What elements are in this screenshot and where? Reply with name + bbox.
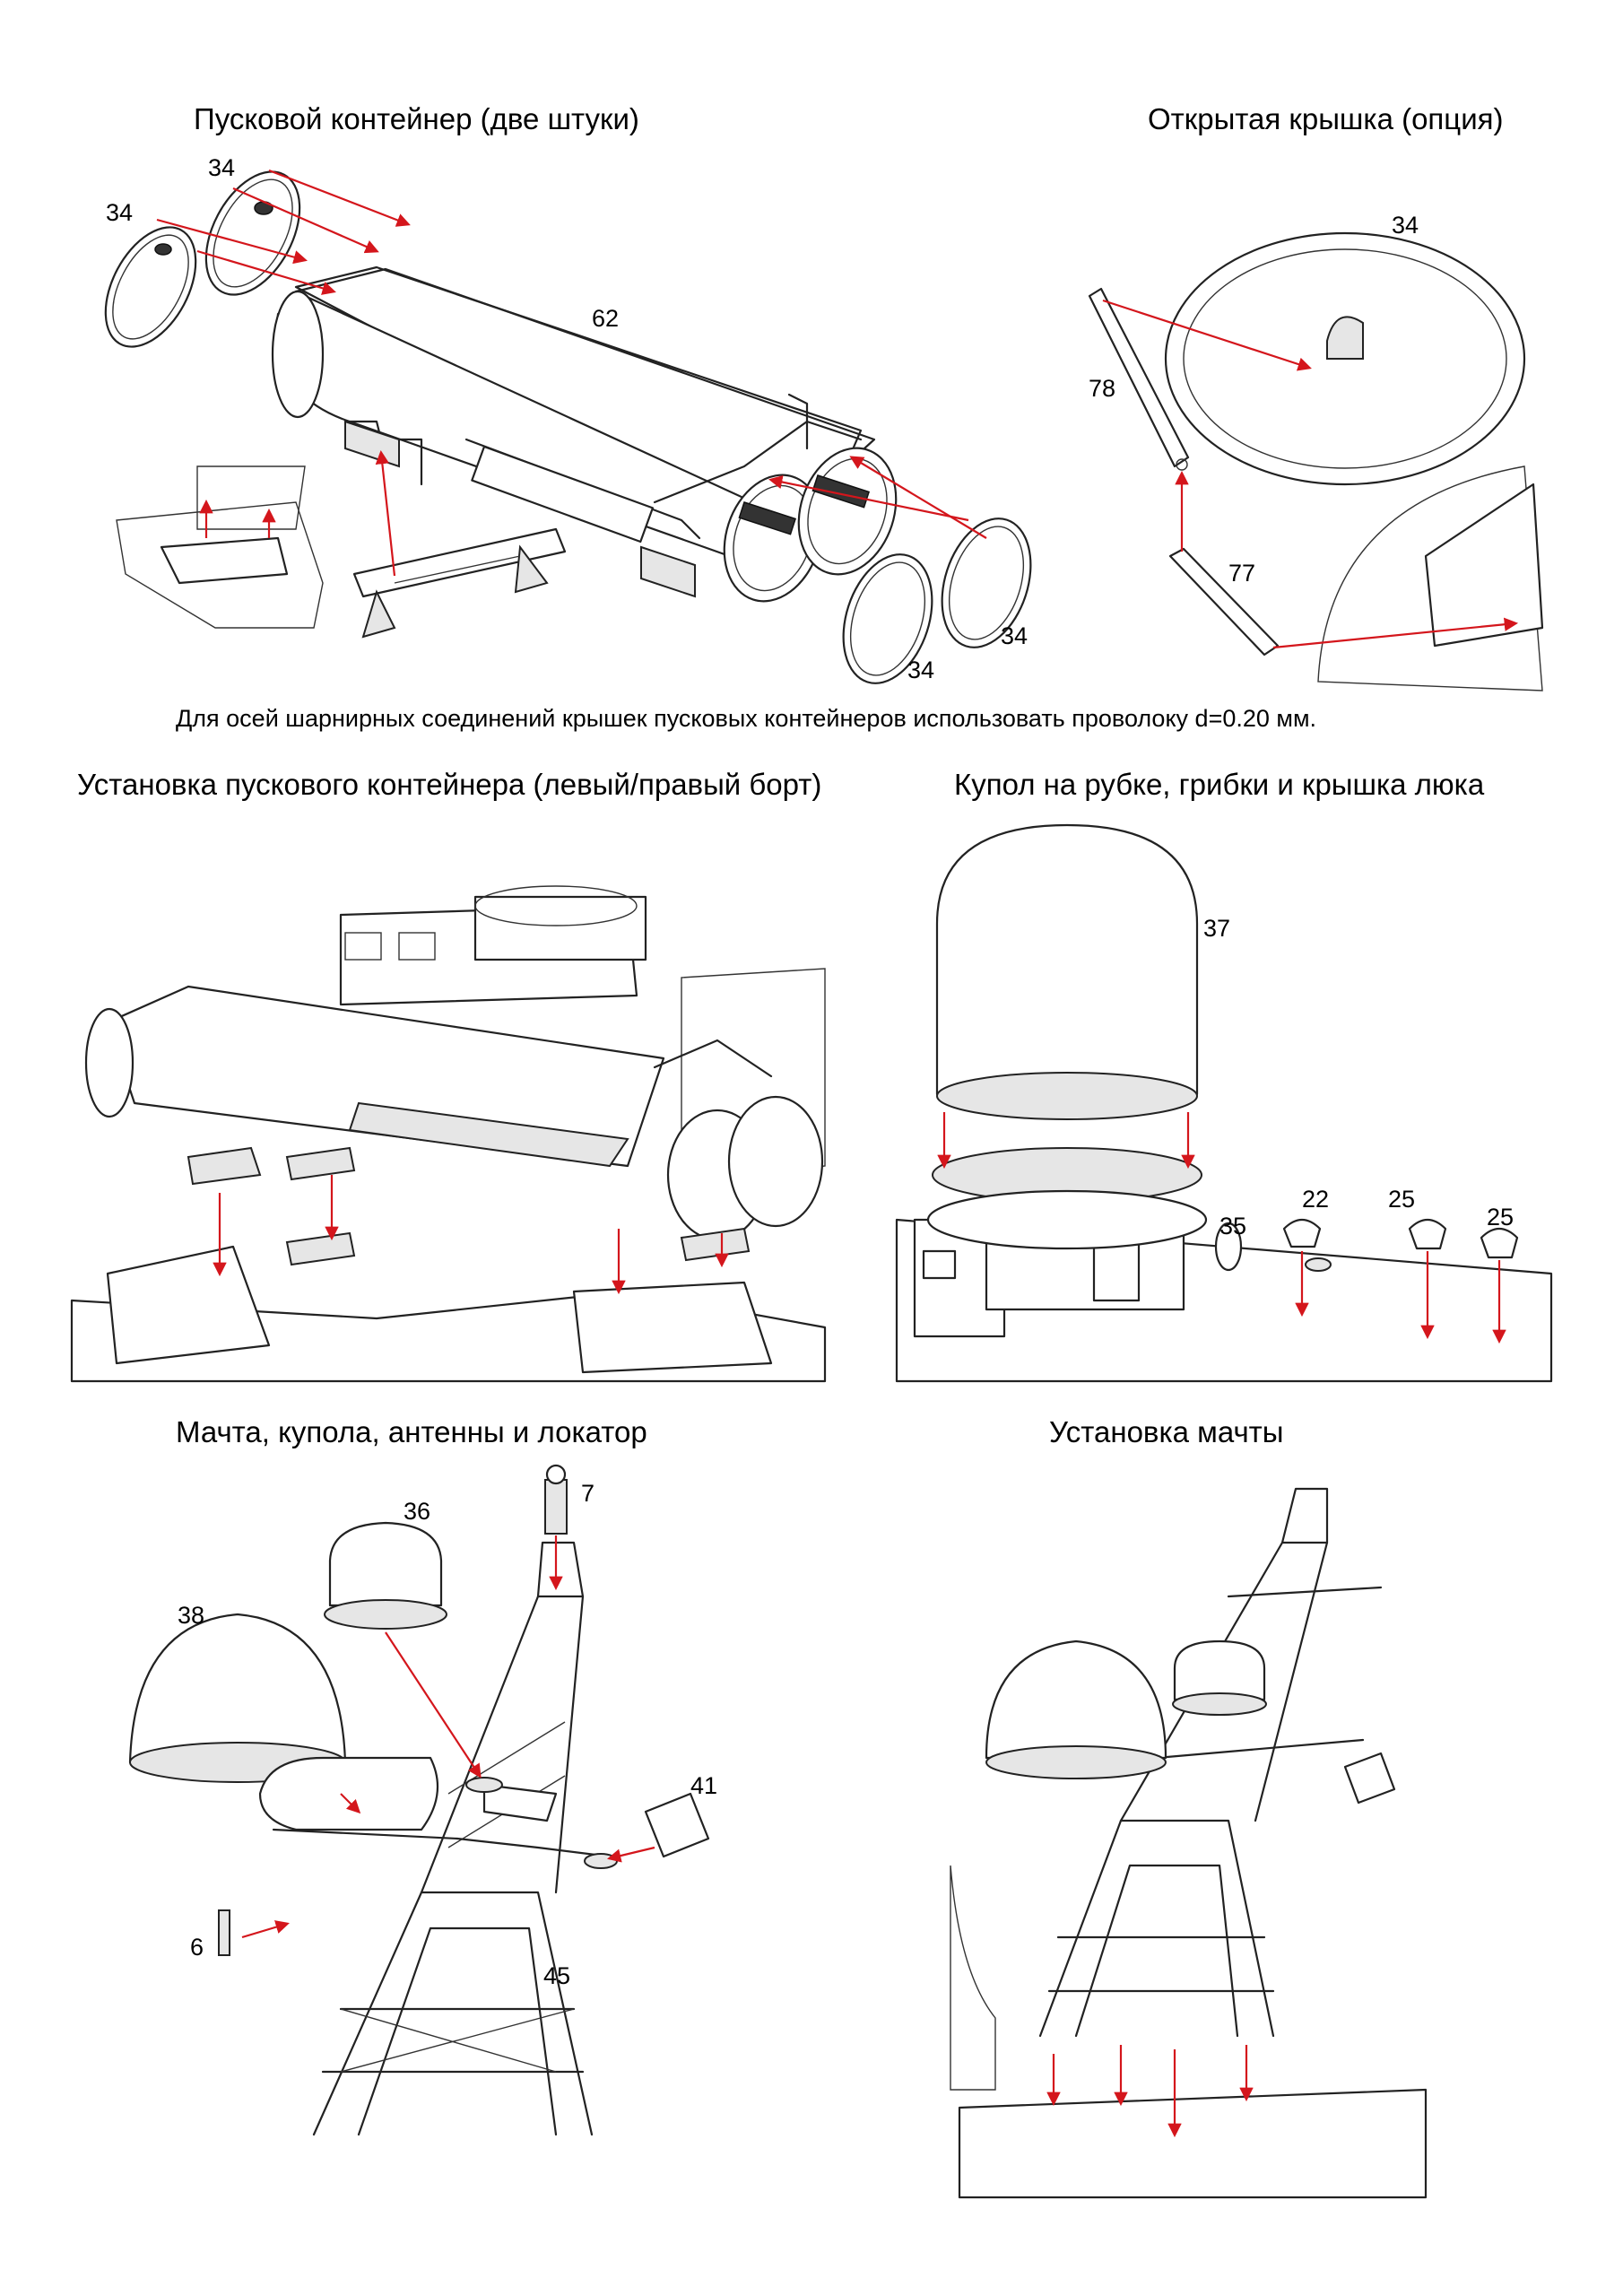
mushrooms xyxy=(1282,1218,1519,1272)
dome-37 xyxy=(926,823,1208,1250)
label-mast-45: 45 xyxy=(543,1962,571,1989)
hinge-arm-77 xyxy=(1168,547,1280,657)
container-supports xyxy=(187,1146,751,1266)
inset-detail xyxy=(116,465,324,629)
note-hinge-wire: Для осей шарнирных соединений крышек пус… xyxy=(176,705,1317,732)
label-mast-top-7: 7 xyxy=(581,1480,595,1507)
label-mushroom-22: 22 xyxy=(1302,1186,1330,1213)
label-radar-41: 41 xyxy=(690,1772,718,1799)
mast-top-7 xyxy=(544,1464,568,1535)
heading-install-mast: Установка мачты xyxy=(1049,1415,1284,1448)
label-mushroom-25-b: 25 xyxy=(1487,1204,1515,1231)
label-side-antenna-6: 6 xyxy=(190,1934,204,1961)
container-muzzle-open xyxy=(1317,465,1544,691)
label-open-lid-34: 34 xyxy=(1392,212,1419,239)
label-mushroom-25-a: 25 xyxy=(1388,1186,1416,1213)
lid-34-c xyxy=(842,553,933,684)
deck-structure xyxy=(70,885,827,1383)
label-dome-37: 37 xyxy=(1203,915,1231,942)
open-lid-34 xyxy=(1164,231,1526,486)
label-lid-34-d: 34 xyxy=(1001,622,1028,649)
lid-34-a xyxy=(104,226,197,348)
hinge-axis-78 xyxy=(1088,287,1190,471)
lid-34-d xyxy=(941,517,1032,648)
deck-mast-base xyxy=(950,1865,1428,2199)
mast-dome-36 xyxy=(324,1521,447,1630)
heading-launch-container: Пусковой контейнер (две штуки) xyxy=(194,102,639,135)
hatch-35 xyxy=(1214,1222,1243,1272)
lid-34-b xyxy=(204,170,301,296)
label-lid-34-c: 34 xyxy=(907,657,935,683)
mounting-stand xyxy=(352,527,567,639)
label-lid-34-b: 34 xyxy=(208,154,236,181)
deck-wheelhouse xyxy=(895,1218,1553,1383)
label-container-62: 62 xyxy=(592,305,620,332)
container-muzzles xyxy=(723,447,898,603)
label-hatch-35: 35 xyxy=(1219,1213,1247,1239)
label-lid-34-a: 34 xyxy=(106,199,134,226)
label-hinge-arm-77: 77 xyxy=(1228,560,1256,587)
heading-mast-parts: Мачта, купола, антенны и локатор xyxy=(176,1415,647,1448)
label-big-dome-38: 38 xyxy=(178,1602,205,1629)
installed-container-62 xyxy=(84,985,824,1241)
label-hinge-axis-78: 78 xyxy=(1089,375,1116,402)
installed-mast xyxy=(985,1487,1396,2038)
heading-open-lid: Открытая крышка (опция) xyxy=(1148,102,1504,135)
container-62 xyxy=(271,265,876,576)
heading-install-container: Установка пускового контейнера (левый/пр… xyxy=(77,768,822,801)
side-antenna-6 xyxy=(218,1909,230,1956)
heading-dome: Купол на рубке, грибки и крышка люка xyxy=(954,768,1485,801)
radar-41 xyxy=(644,1792,710,1858)
label-mast-dome-36: 36 xyxy=(404,1498,431,1525)
